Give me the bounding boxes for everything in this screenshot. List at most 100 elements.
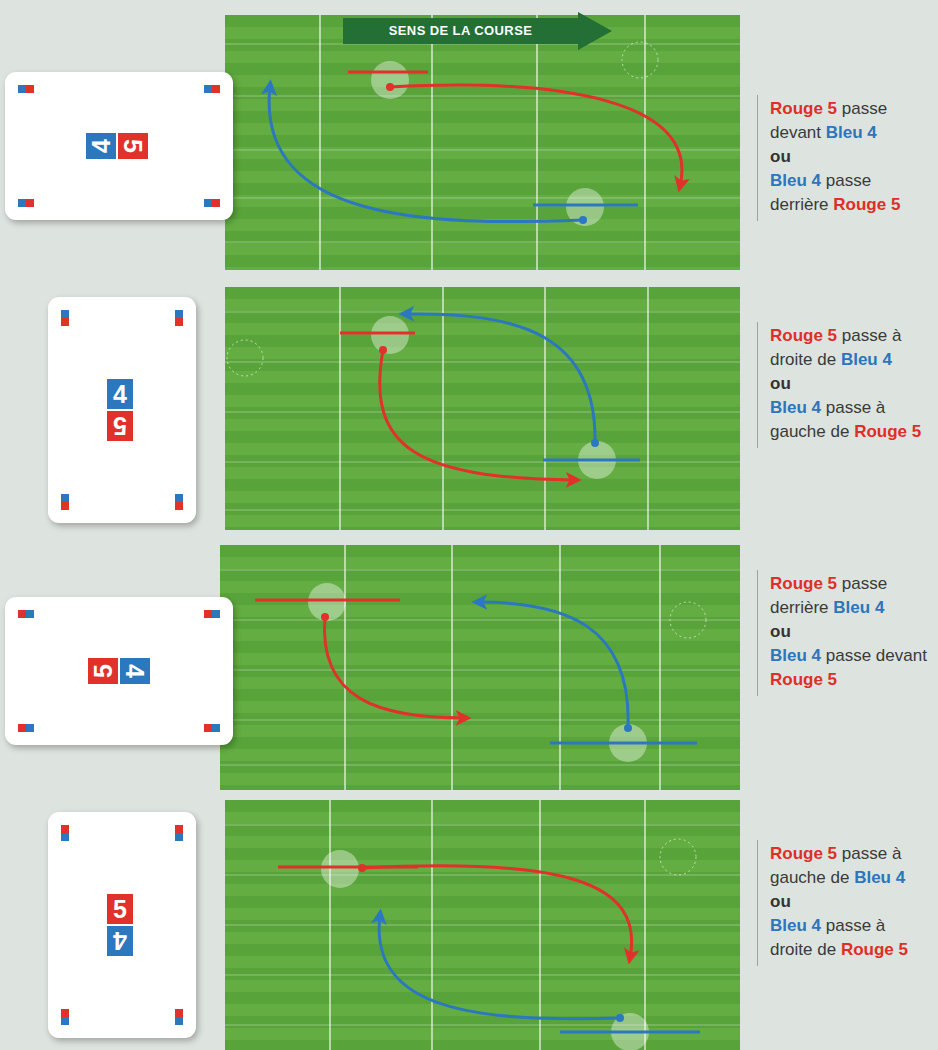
player-name: Bleu 4 [770, 916, 821, 935]
conjunction: ou [770, 892, 791, 911]
grass-stripe [220, 773, 740, 785]
playing-card: 54 [48, 812, 196, 1038]
pitch-line [225, 875, 740, 876]
corner-mark [26, 199, 34, 207]
player-name: Bleu 4 [841, 350, 892, 369]
grass-stripe [225, 111, 740, 123]
grass-stripe [225, 195, 740, 207]
pitch-line [225, 96, 740, 97]
run-arrow [405, 314, 595, 443]
grass-stripe [225, 932, 740, 944]
grass-stripe [225, 383, 740, 395]
pitch-line [659, 545, 661, 790]
pitch-mark [670, 602, 706, 638]
rule-line: ou [770, 372, 929, 396]
pitch-line [220, 570, 740, 571]
grass-stripe [225, 419, 740, 431]
grass-stripe [225, 824, 740, 836]
rule-line: Rouge 5 passe à gauche de Bleu 4 [770, 842, 929, 890]
pitch-line [225, 825, 740, 826]
pitch-line [225, 312, 740, 313]
run-start [616, 1014, 624, 1022]
corner-mark [204, 724, 212, 732]
corner-mark [212, 610, 220, 618]
corner-mark [61, 825, 69, 833]
grass-stripe [225, 407, 740, 419]
grass-stripe [220, 653, 740, 665]
grass-stripe [225, 992, 740, 1004]
grass-stripe [220, 617, 740, 629]
grass-stripe [220, 749, 740, 761]
grass-stripe [225, 968, 740, 980]
grass-stripe [220, 557, 740, 569]
card-number: 5 [107, 411, 133, 441]
run-start [321, 613, 329, 621]
banner-shape [343, 12, 612, 50]
grass-stripe [220, 641, 740, 653]
grass-stripe [225, 455, 740, 467]
player-name: Bleu 4 [770, 171, 821, 190]
grass-stripe [225, 207, 740, 219]
rule-text: Rouge 5 passe à droite de Bleu 4ouBleu 4… [757, 322, 933, 448]
corner-mark [212, 85, 220, 93]
player-line [560, 1031, 700, 1034]
movement-text: passe devant [826, 646, 927, 665]
run-start [624, 724, 632, 732]
corner-mark [204, 85, 212, 93]
corner-mark [61, 1009, 69, 1017]
pitch-line [647, 287, 649, 530]
rule-line: Bleu 4 passe devant Rouge 5 [770, 644, 929, 692]
corner-mark [61, 318, 69, 326]
player-name: Rouge 5 [770, 670, 837, 689]
grass-stripe [220, 665, 740, 677]
grass-stripe [225, 896, 740, 908]
pitch-line [536, 15, 538, 270]
run-arrow [362, 866, 632, 958]
rule-line: Bleu 4 passe à gauche de Rouge 5 [770, 396, 929, 444]
run-arrow [478, 602, 628, 728]
grass-stripe [225, 63, 740, 75]
player-zone [321, 850, 359, 888]
corner-mark [18, 199, 26, 207]
grass-stripe [220, 545, 740, 557]
grass-stripe [225, 287, 740, 299]
player-zone [371, 61, 409, 99]
pitch-mark [622, 42, 658, 78]
pitch-line [225, 150, 740, 151]
corner-mark [175, 310, 183, 318]
run-start [358, 864, 366, 872]
conjunction: ou [770, 147, 791, 166]
pitch-line [225, 925, 740, 926]
pitch-line [225, 362, 740, 363]
player-name: Rouge 5 [841, 940, 908, 959]
rule-text: Rouge 5 passe à gauche de Bleu 4 ouBleu 4… [757, 840, 933, 966]
pitch-mark [227, 340, 263, 376]
corner-mark [18, 610, 26, 618]
corner-mark [175, 502, 183, 510]
pitch-line [539, 800, 541, 1050]
player-line [340, 332, 415, 335]
player-zone [371, 316, 409, 354]
playing-card: 54 [5, 597, 233, 745]
pitch-line [431, 15, 433, 270]
pitch-line [220, 765, 740, 766]
pitch-line [544, 287, 546, 530]
player-name: Rouge 5 [833, 195, 900, 214]
pitch-line [451, 545, 453, 790]
corner-mark [26, 85, 34, 93]
player-line [533, 204, 638, 207]
run-arrow [324, 617, 465, 718]
pitch-line [220, 620, 740, 621]
player-line [348, 71, 428, 74]
player-name: Bleu 4 [833, 598, 884, 617]
grass-stripe [225, 836, 740, 848]
pitch-line [220, 720, 740, 721]
grass-stripe [220, 677, 740, 689]
grass-stripe [225, 980, 740, 992]
rule-line: ou [770, 620, 929, 644]
grass-stripe [225, 371, 740, 383]
corner-mark [204, 199, 212, 207]
direction-banner: SENS DE LA COURSE [343, 12, 614, 50]
rule-line: Rouge 5 passe derrière Bleu 4 [770, 572, 929, 620]
